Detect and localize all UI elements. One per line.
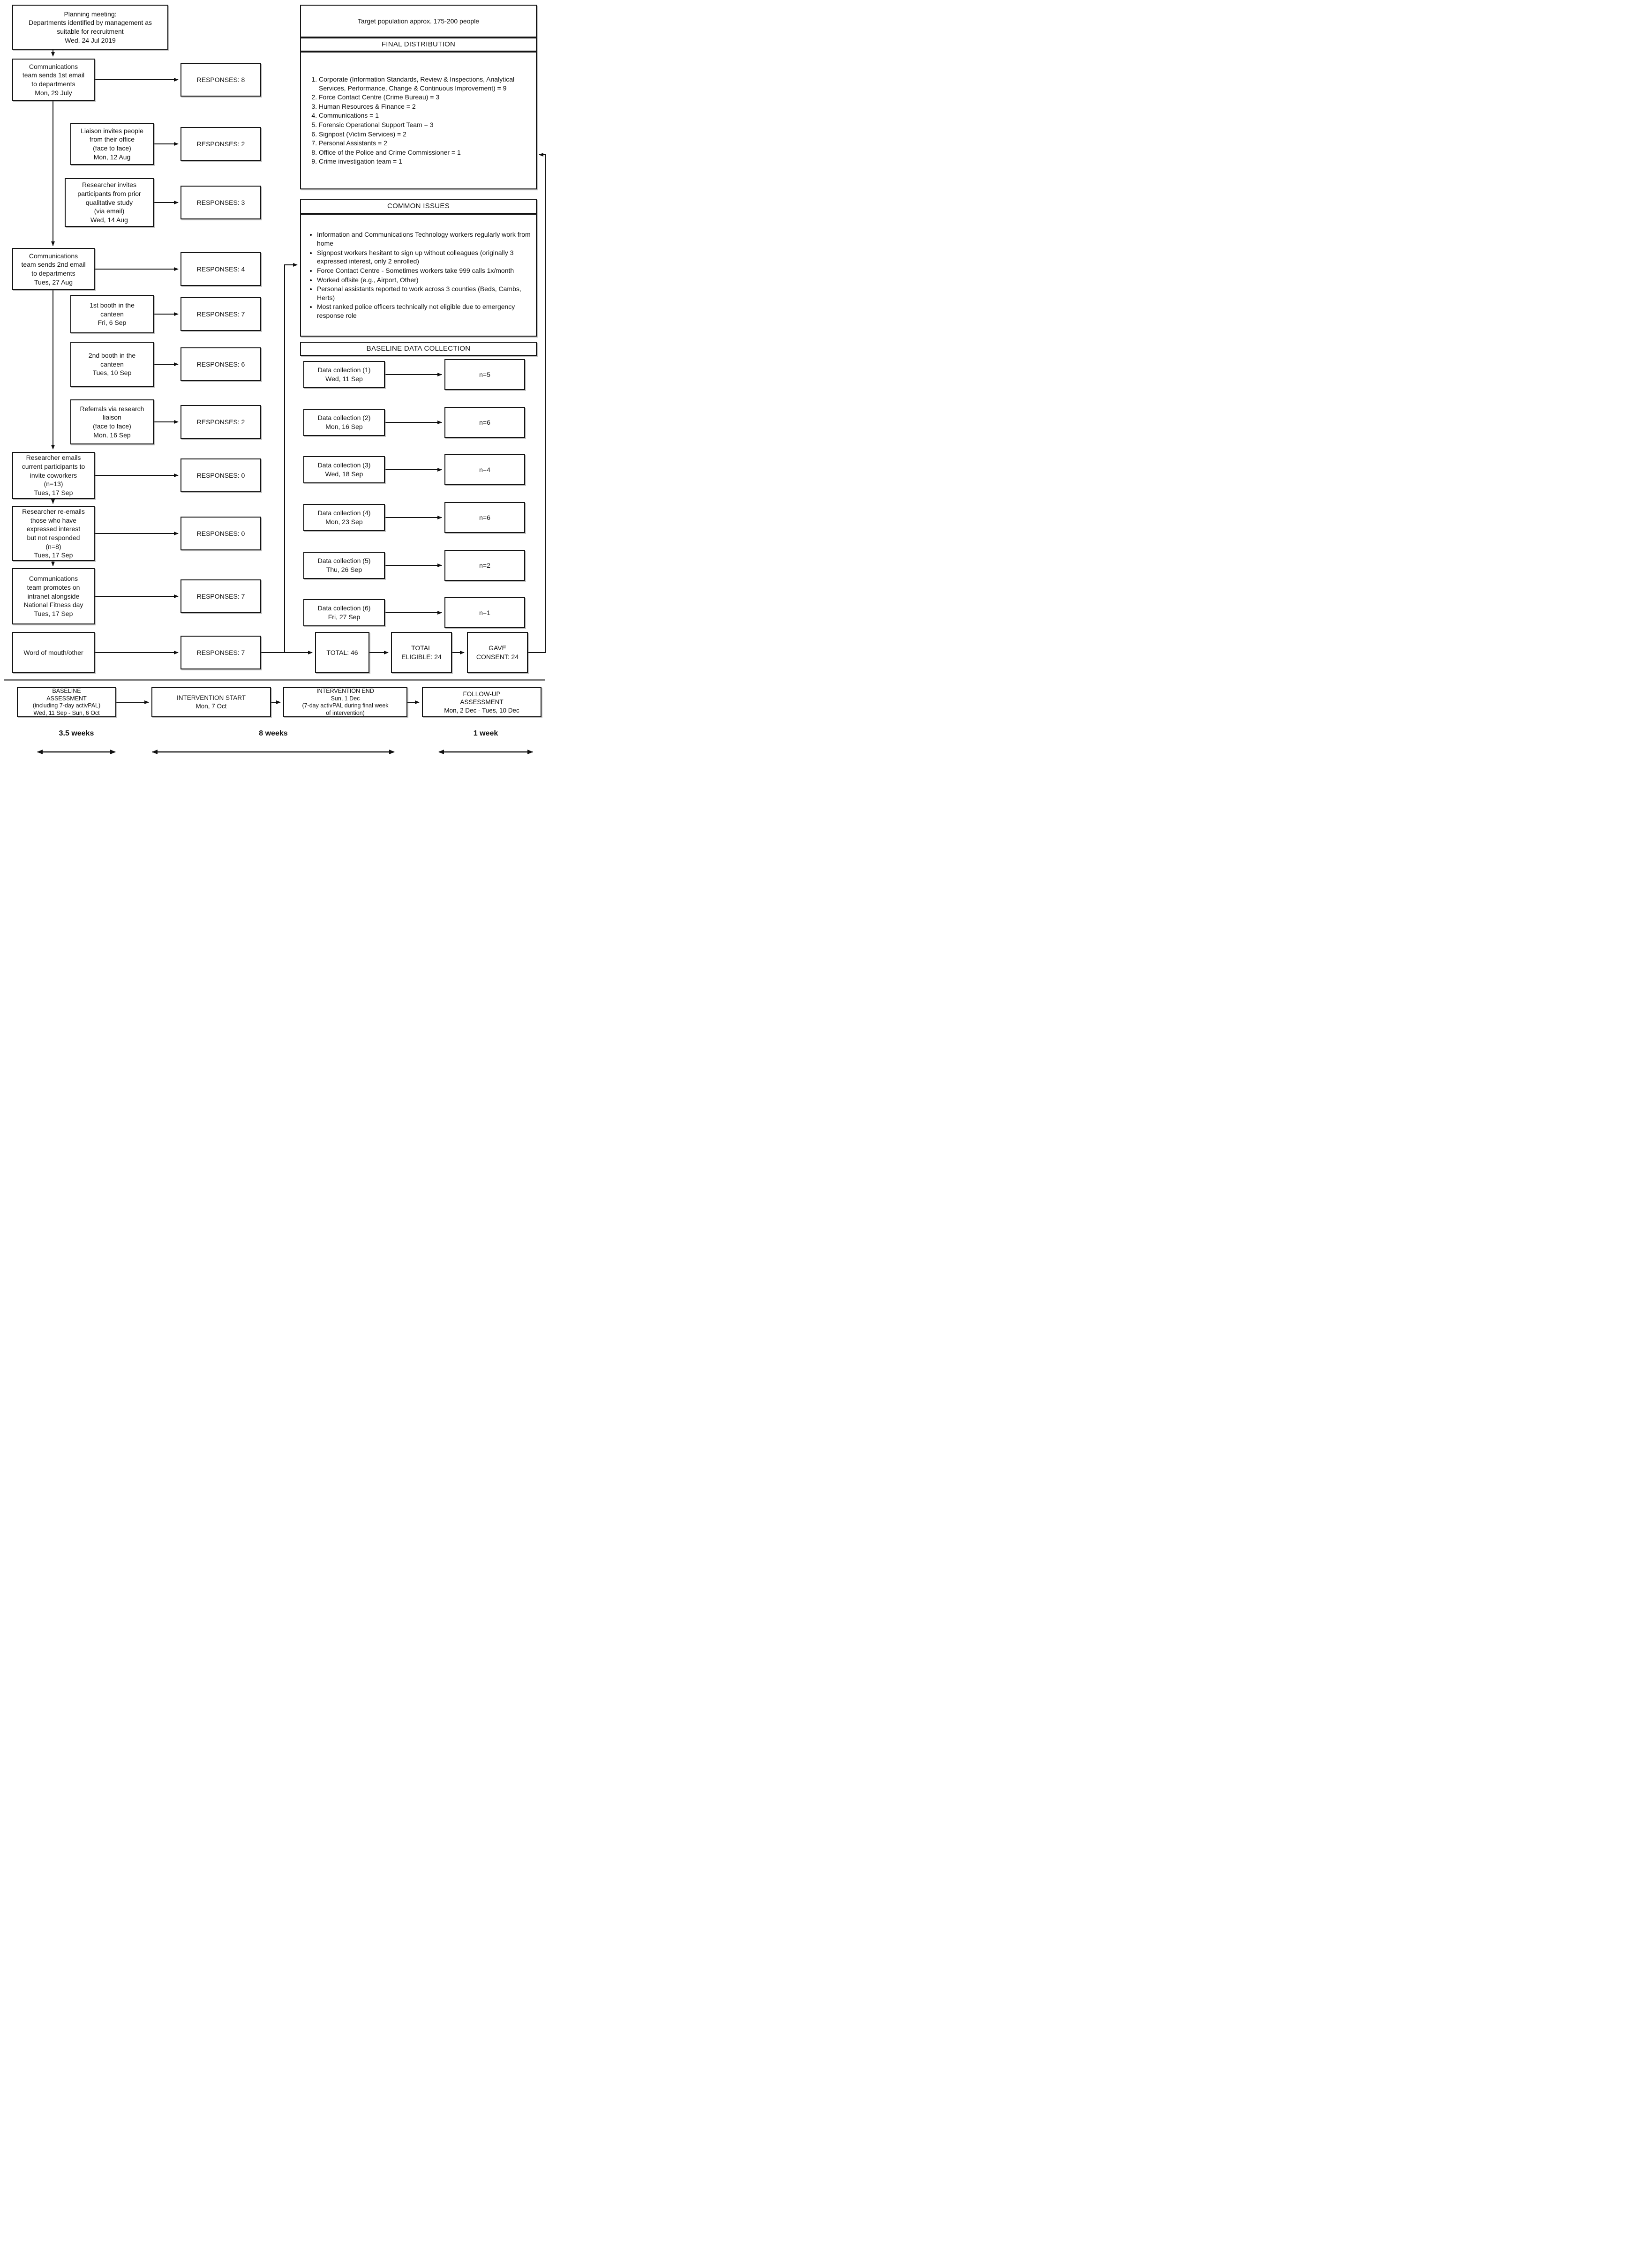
flow-box-reemails-interested: Researcher re-emails those who have expr… bbox=[12, 506, 95, 561]
responses-box-10: RESPONSES: 7 bbox=[180, 579, 261, 613]
target-population-box: Target population approx. 175-200 people bbox=[300, 5, 537, 38]
responses-box-1: RESPONSES: 8 bbox=[180, 63, 261, 97]
final-distribution-header: FINAL DISTRIBUTION bbox=[300, 38, 537, 52]
flow-box-planning-meeting: Planning meeting: Departments identified… bbox=[12, 5, 168, 50]
final-distribution-item: Crime investigation team = 1 bbox=[319, 157, 531, 166]
n-box-2: n=6 bbox=[444, 407, 525, 438]
responses-box-2: RESPONSES: 2 bbox=[180, 127, 261, 161]
total-eligible-box: TOTAL ELIGIBLE: 24 bbox=[391, 632, 452, 673]
common-issue-item: Signpost workers hesitant to sign up wit… bbox=[317, 248, 531, 266]
duration-label-baseline: 3.5 weeks bbox=[59, 729, 94, 737]
timeline-box-intervention-start: INTERVENTION START Mon, 7 Oct bbox=[151, 687, 271, 717]
timeline-box-intervention-end: INTERVENTION END Sun, 1 Dec (7-day activ… bbox=[283, 687, 407, 717]
final-distribution-item: Forensic Operational Support Team = 3 bbox=[319, 120, 531, 129]
flow-box-word-of-mouth: Word of mouth/other bbox=[12, 632, 95, 673]
final-distribution-item: Force Contact Centre (Crime Bureau) = 3 bbox=[319, 93, 531, 102]
final-distribution-item: Office of the Police and Crime Commissio… bbox=[319, 148, 531, 157]
common-issue-item: Force Contact Centre - Sometimes workers… bbox=[317, 266, 531, 275]
n-box-4: n=6 bbox=[444, 502, 525, 533]
data-collection-box-1: Data collection (1) Wed, 11 Sep bbox=[303, 361, 385, 388]
gave-consent-box: GAVE CONSENT: 24 bbox=[467, 632, 528, 673]
n-box-3: n=4 bbox=[444, 454, 525, 485]
flow-box-liaison-invites: Liaison invites people from their office… bbox=[70, 123, 154, 165]
flow-box-comms-second-email: Communications team sends 2nd email to d… bbox=[12, 248, 95, 290]
flow-box-second-booth: 2nd booth in the canteen Tues, 10 Sep bbox=[70, 342, 154, 387]
common-issue-item: Personal assistants reported to work acr… bbox=[317, 285, 531, 302]
recruitment-flow-diagram: Planning meeting: Departments identified… bbox=[0, 0, 549, 756]
flow-box-prior-study-invites: Researcher invites participants from pri… bbox=[65, 178, 154, 227]
timeline-box-baseline-assessment: BASELINE ASSESSMENT (including 7-day act… bbox=[17, 687, 116, 717]
common-issue-item: Worked offsite (e.g., Airport, Other) bbox=[317, 276, 531, 285]
flow-box-first-booth: 1st booth in the canteen Fri, 6 Sep bbox=[70, 295, 154, 333]
data-collection-box-3: Data collection (3) Wed, 18 Sep bbox=[303, 456, 385, 483]
final-distribution-item: Personal Assistants = 2 bbox=[319, 139, 531, 148]
common-issue-item: Information and Communications Technolog… bbox=[317, 230, 531, 248]
data-collection-box-4: Data collection (4) Mon, 23 Sep bbox=[303, 504, 385, 531]
total-box: TOTAL: 46 bbox=[315, 632, 369, 673]
duration-label-intervention: 8 weeks bbox=[259, 729, 288, 737]
responses-box-11: RESPONSES: 7 bbox=[180, 636, 261, 669]
duration-label-followup: 1 week bbox=[473, 729, 498, 737]
n-box-1: n=5 bbox=[444, 359, 525, 390]
flow-box-intranet-promotion: Communications team promotes on intranet… bbox=[12, 568, 95, 624]
responses-box-5: RESPONSES: 7 bbox=[180, 297, 261, 331]
final-distribution-item: Signpost (Victim Services) = 2 bbox=[319, 130, 531, 139]
data-collection-box-5: Data collection (5) Thu, 26 Sep bbox=[303, 552, 385, 579]
final-distribution-list: Corporate (Information Standards, Review… bbox=[300, 52, 537, 189]
responses-box-3: RESPONSES: 3 bbox=[180, 186, 261, 219]
common-issue-item: Most ranked police officers technically … bbox=[317, 302, 531, 320]
timeline-box-followup-assessment: FOLLOW-UP ASSESSMENT Mon, 2 Dec - Tues, … bbox=[422, 687, 541, 717]
baseline-data-collection-header: BASELINE DATA COLLECTION bbox=[300, 342, 537, 356]
common-issues-list: Information and Communications Technolog… bbox=[300, 214, 537, 337]
n-box-5: n=2 bbox=[444, 550, 525, 581]
common-issues-header: COMMON ISSUES bbox=[300, 199, 537, 214]
responses-box-7: RESPONSES: 2 bbox=[180, 405, 261, 439]
final-distribution-item: Communications = 1 bbox=[319, 111, 531, 120]
flow-box-comms-first-email: Communications team sends 1st email to d… bbox=[12, 59, 95, 101]
responses-box-9: RESPONSES: 0 bbox=[180, 517, 261, 550]
n-box-6: n=1 bbox=[444, 597, 525, 628]
flow-box-emails-participants: Researcher emails current participants t… bbox=[12, 452, 95, 499]
final-distribution-item: Corporate (Information Standards, Review… bbox=[319, 75, 531, 92]
final-distribution-item: Human Resources & Finance = 2 bbox=[319, 102, 531, 111]
responses-box-8: RESPONSES: 0 bbox=[180, 458, 261, 492]
data-collection-box-2: Data collection (2) Mon, 16 Sep bbox=[303, 409, 385, 436]
responses-box-6: RESPONSES: 6 bbox=[180, 347, 261, 381]
data-collection-box-6: Data collection (6) Fri, 27 Sep bbox=[303, 599, 385, 626]
responses-box-4: RESPONSES: 4 bbox=[180, 252, 261, 286]
flow-box-referrals: Referrals via research liaison (face to … bbox=[70, 399, 154, 444]
